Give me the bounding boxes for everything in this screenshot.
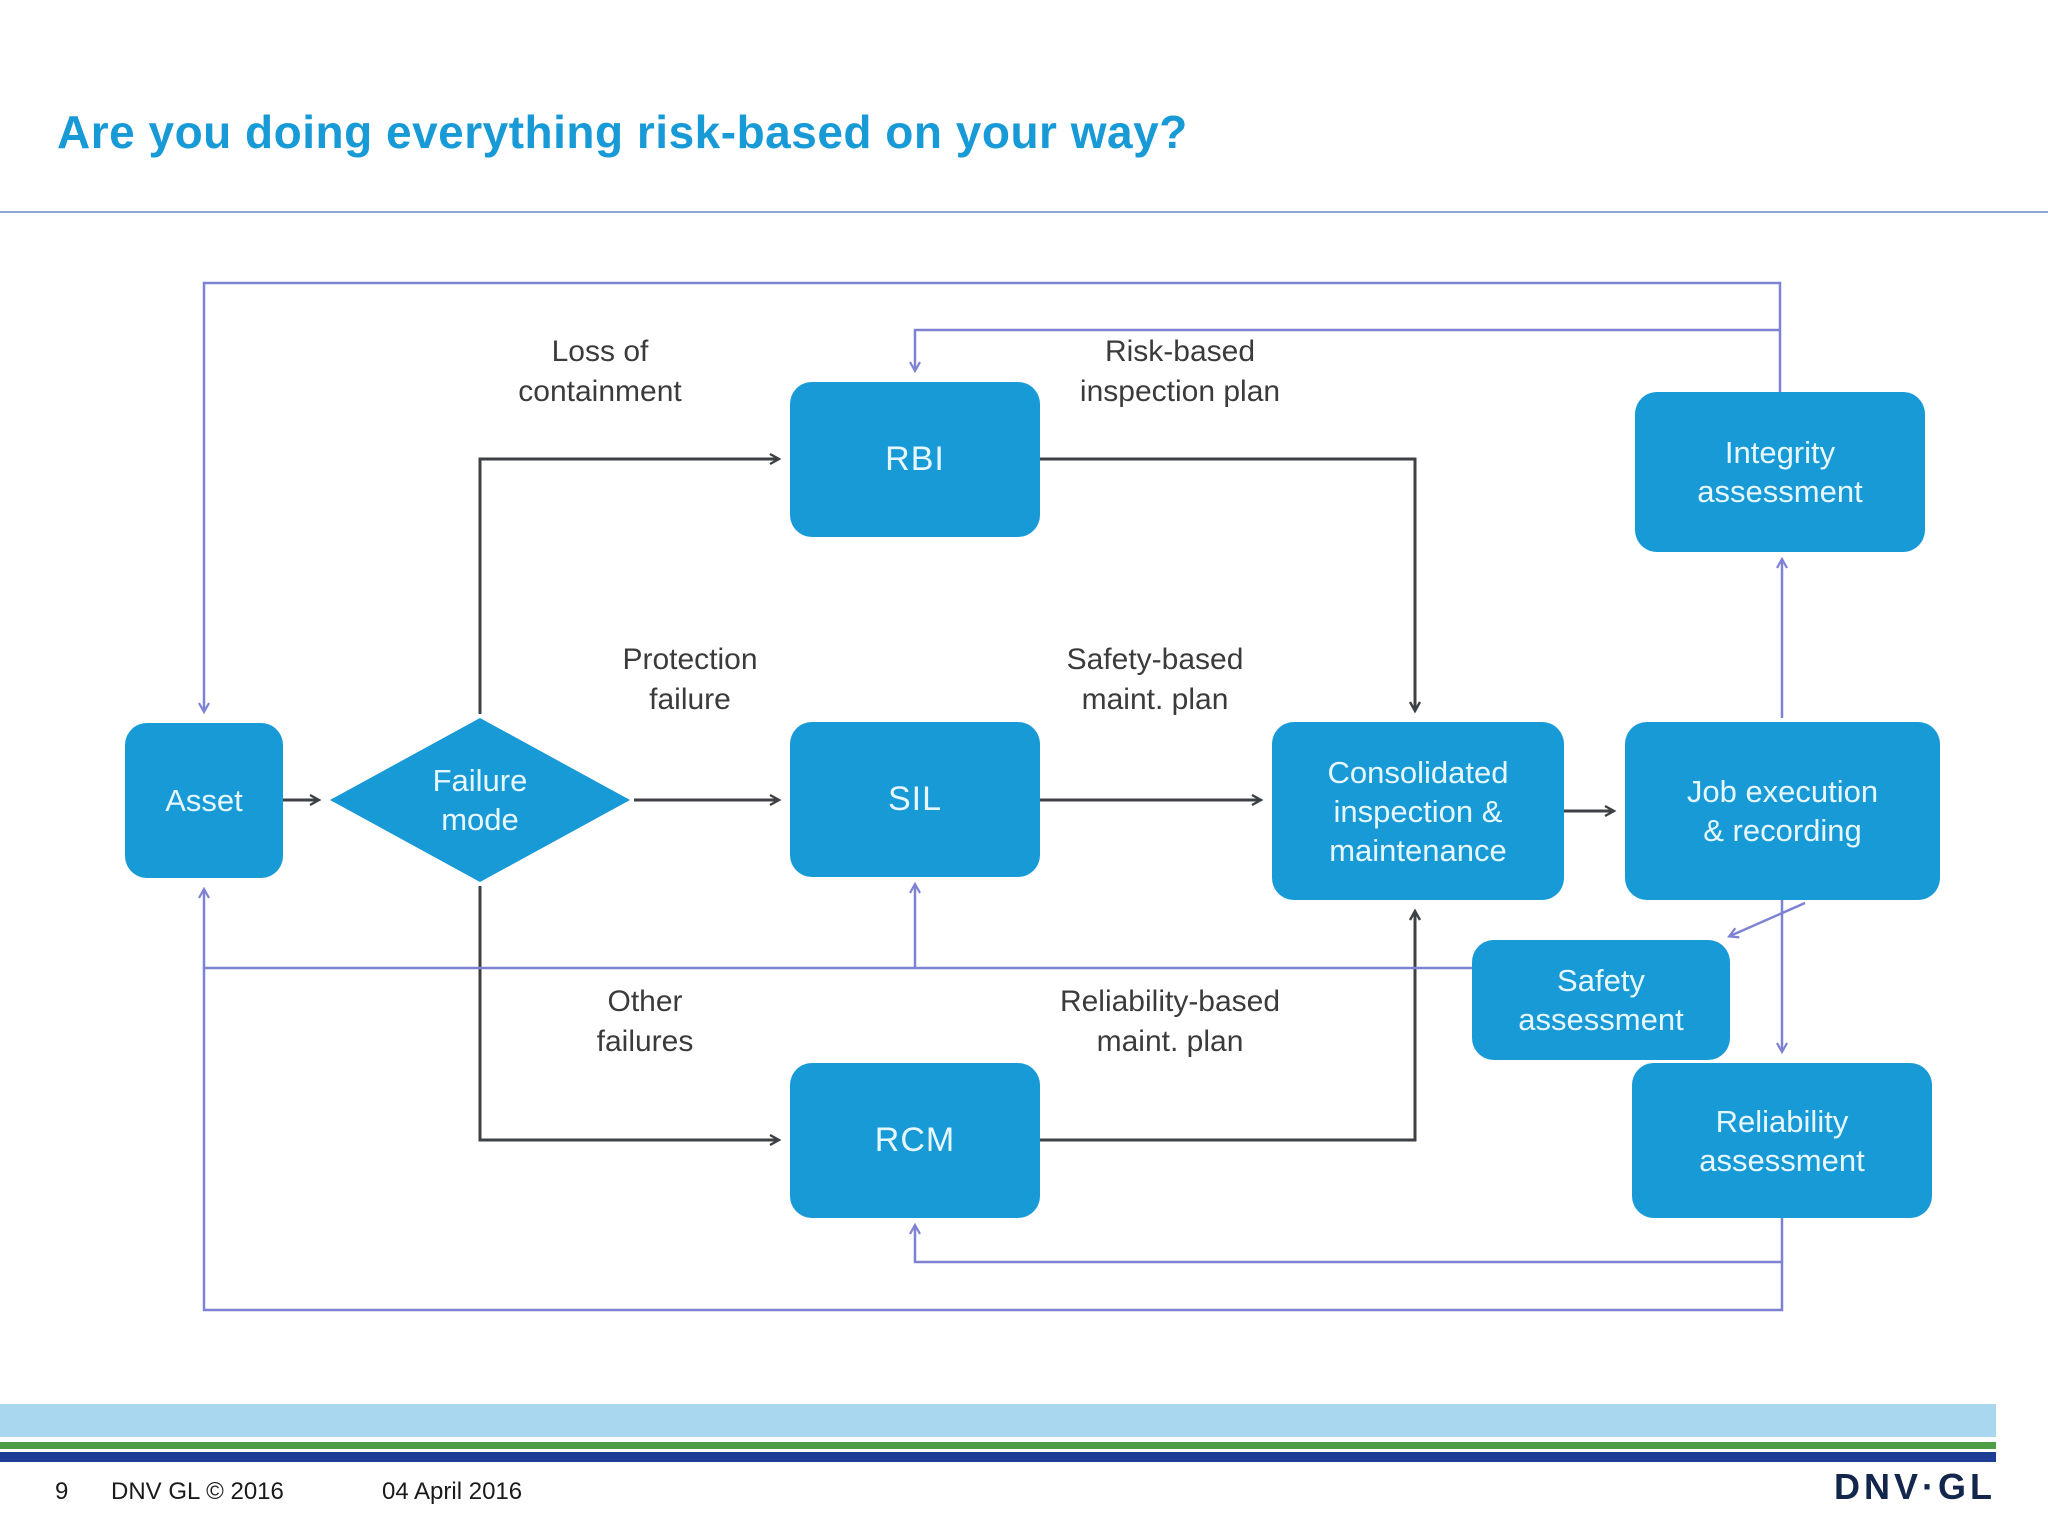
node-job-line1: Job execution bbox=[1686, 774, 1879, 809]
edge-label-line: maint. plan bbox=[1081, 683, 1229, 716]
node-failure-mode-label-line1: Failure bbox=[432, 763, 528, 798]
node-consolidated-line3: maintenance bbox=[1329, 832, 1507, 868]
footer-page-number: 9 bbox=[55, 1478, 69, 1505]
edge-label-reliability-based-maint-plan: Reliability-based maint. plan bbox=[1020, 982, 1320, 1062]
edge-label-loss-of-containment: Loss of containment bbox=[450, 332, 750, 412]
node-rcm-label: RCM bbox=[874, 1121, 956, 1159]
edge-rcm-to-consolidated bbox=[1040, 908, 1422, 1142]
edge-reliability-to-asset-loop bbox=[198, 886, 1784, 1312]
node-job-line2: & recording bbox=[1703, 813, 1862, 848]
edge-label-risk-based-inspection-plan: Risk-based inspection plan bbox=[1030, 332, 1330, 412]
footer-stripe-lightblue bbox=[0, 1404, 1996, 1437]
edge-label-line: Risk-based bbox=[1104, 335, 1256, 368]
node-reliability-line1: Reliability bbox=[1715, 1103, 1849, 1139]
node-failure-mode-label-line2: mode bbox=[441, 802, 519, 837]
edge-failure-mode-to-rbi bbox=[478, 452, 782, 714]
slide-title: Are you doing everything risk-based on y… bbox=[57, 106, 1188, 158]
edge-integrity-to-rbi-loop bbox=[909, 328, 1780, 374]
edge-label-line: Loss of bbox=[551, 335, 649, 368]
footer-copyright: DNV GL © 2016 bbox=[111, 1478, 284, 1505]
failure-mode-diamond-shape bbox=[330, 718, 630, 882]
node-failure-mode: Failure mode bbox=[330, 718, 630, 882]
edge-reliability-to-rcm-loop bbox=[909, 1222, 1782, 1264]
edge-failure-mode-to-rcm bbox=[478, 886, 782, 1147]
edge-label-line: Protection bbox=[622, 643, 758, 676]
node-consolidated: Consolidated inspection & maintenance bbox=[1272, 722, 1564, 900]
edge-label-protection-failure: Protection failure bbox=[540, 640, 840, 720]
node-rbi: RBI bbox=[790, 382, 1040, 537]
node-asset: Asset bbox=[125, 723, 283, 878]
node-job-execution: Job execution & recording bbox=[1625, 722, 1940, 900]
edge-label-line: Other bbox=[607, 985, 683, 1018]
node-asset-label: Asset bbox=[165, 783, 243, 818]
node-integrity-assessment: Integrity assessment bbox=[1635, 392, 1925, 552]
node-safety-line1: Safety bbox=[1557, 963, 1645, 998]
node-reliability-line2: assessment bbox=[1699, 1142, 1865, 1178]
node-safety-line2: assessment bbox=[1518, 1002, 1684, 1037]
footer-stripe-darkblue bbox=[0, 1452, 1996, 1462]
title-underline bbox=[0, 211, 2048, 213]
footer-date: 04 April 2016 bbox=[382, 1478, 523, 1505]
node-safety-assessment: Safety assessment bbox=[1472, 940, 1730, 1060]
edge-job-to-safety bbox=[1727, 901, 1806, 939]
node-integrity-line1: Integrity bbox=[1724, 435, 1836, 470]
node-consolidated-line1: Consolidated bbox=[1327, 754, 1509, 790]
node-consolidated-line2: inspection & bbox=[1333, 793, 1503, 829]
edge-label-other-failures: Other failures bbox=[495, 982, 795, 1062]
node-sil-label: SIL bbox=[887, 780, 943, 818]
edge-label-line: maint. plan bbox=[1096, 1025, 1244, 1058]
edge-label-line: failures bbox=[596, 1025, 694, 1058]
node-rcm: RCM bbox=[790, 1063, 1040, 1218]
node-rbi-label: RBI bbox=[885, 440, 945, 478]
footer-stripe-green bbox=[0, 1442, 1996, 1449]
edge-integrity-to-asset-loop bbox=[198, 281, 1782, 715]
node-reliability-assessment: Reliability assessment bbox=[1632, 1063, 1932, 1218]
edge-label-line: containment bbox=[518, 375, 682, 408]
edge-label-safety-based-maint-plan: Safety-based maint. plan bbox=[1005, 640, 1305, 720]
dnv-gl-logo: DNV·GL bbox=[1834, 1466, 1996, 1507]
edge-label-line: Safety-based bbox=[1066, 643, 1244, 676]
node-sil: SIL bbox=[790, 722, 1040, 877]
edge-rbi-to-consolidated bbox=[1040, 457, 1422, 714]
edge-label-line: inspection plan bbox=[1079, 375, 1281, 408]
edge-label-line: Reliability-based bbox=[1059, 985, 1281, 1018]
edge-label-line: failure bbox=[649, 683, 731, 716]
node-integrity-line2: assessment bbox=[1697, 474, 1863, 509]
